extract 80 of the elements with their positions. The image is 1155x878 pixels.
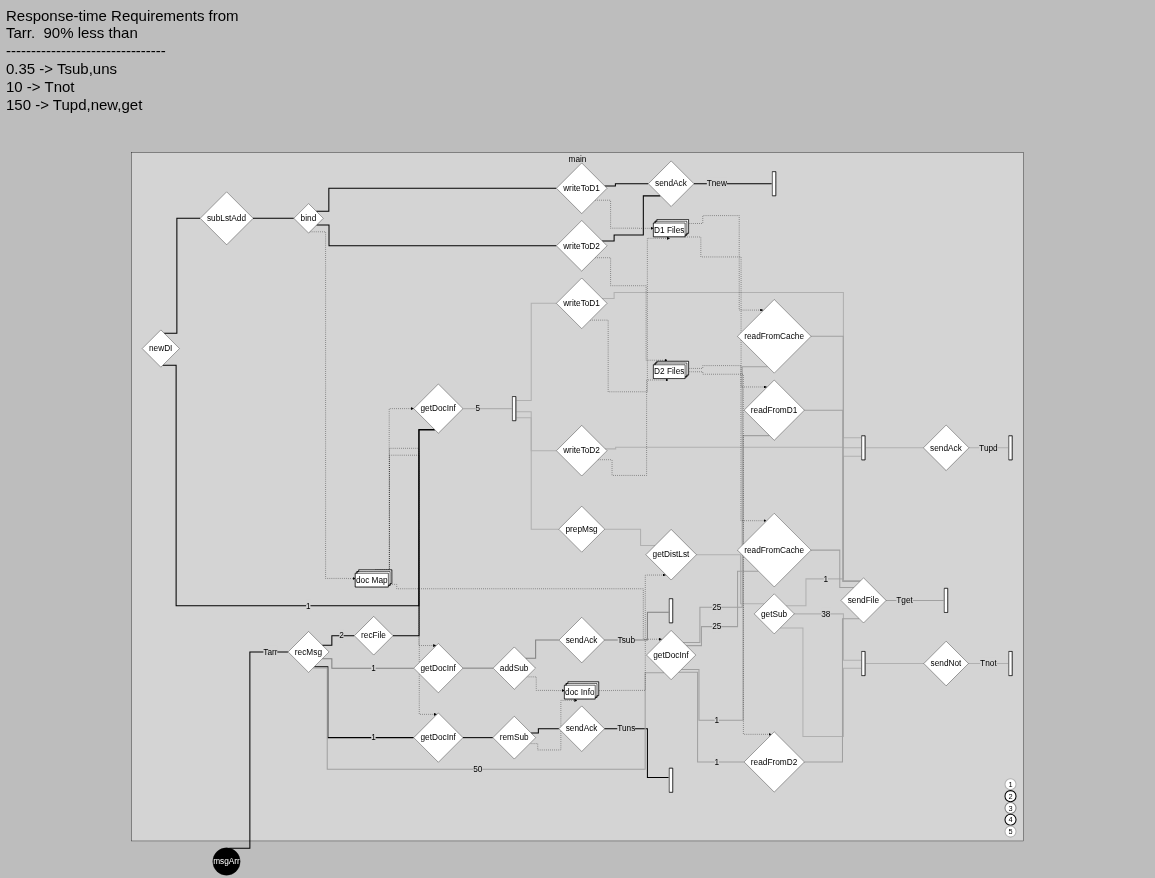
note-text: 10 -> Tnot [6, 78, 76, 95]
edge-label: 1 [371, 663, 376, 673]
connector [604, 183, 649, 187]
connector [524, 639, 560, 659]
node-diamond: readFromCache [737, 513, 812, 588]
edge-label: 2 [339, 630, 344, 641]
connector [695, 554, 765, 605]
edge-label: 50 [473, 764, 483, 774]
edge-label: 1 [714, 757, 720, 767]
connector [462, 667, 494, 669]
node-diamond: getDocInf [413, 383, 464, 434]
edge-label: Tarr [263, 647, 278, 657]
edge-label: 25 [712, 602, 722, 612]
node-diamond: sendFile [840, 577, 887, 624]
connector [462, 408, 513, 410]
connector [603, 728, 670, 778]
note-text: 0.35 -> Tsub,uns [6, 60, 119, 77]
node-diamond: writeToD1 [556, 277, 608, 329]
note-text: 150 -> Tupd,new,get [6, 96, 144, 113]
node-diamond: recFile [354, 616, 394, 656]
connector [321, 658, 415, 669]
node-diamond: newDI [142, 329, 180, 368]
edge-label: Tnot [980, 658, 997, 669]
node-diamond: readFromD1 [743, 379, 805, 441]
connector [516, 302, 557, 402]
connector [865, 663, 925, 665]
connector [516, 411, 557, 452]
node-diamond: remSub [492, 716, 536, 760]
connector [885, 599, 945, 601]
connector [392, 429, 436, 637]
edge-label: 1 [823, 574, 829, 584]
node-diamond: sendAck [923, 424, 970, 471]
node-diamond: getDocInf [413, 712, 464, 763]
node-diamond: readFromCache [737, 299, 812, 374]
connector [604, 528, 656, 547]
node-diamond: writeToD2 [556, 425, 608, 477]
node-diamond: getSub [754, 593, 795, 635]
edge-label: 1 [714, 715, 720, 725]
connector [315, 187, 557, 212]
node-diamond: getDistLst [645, 529, 697, 581]
connector [803, 618, 860, 763]
node-diamond: getDocInf [413, 643, 464, 693]
connector [803, 409, 861, 583]
connector [162, 364, 435, 607]
connector [601, 195, 661, 242]
node-diamond: addSub [492, 646, 536, 690]
connector [516, 417, 560, 530]
edge-label: 25 [712, 621, 722, 632]
node-diamond: prepMsg [558, 506, 605, 553]
node-diamond: readFromD2 [743, 731, 805, 793]
edge-label: Tsub [617, 635, 636, 645]
connector [321, 635, 355, 646]
edge-label: 5 [475, 403, 481, 414]
edge-label: 1 [306, 600, 311, 611]
note-text: Response-time Requirements from Tarr. 90% less than [6, 7, 240, 41]
node-circle: msgArr [212, 847, 241, 876]
edge-label: Tnew [706, 178, 727, 189]
node-diamond: sendNot [923, 641, 969, 686]
connector [252, 217, 295, 219]
edge-label: Tget [896, 595, 913, 605]
connector [779, 627, 862, 738]
connector [810, 549, 855, 588]
node-diamond: writeToD2 [556, 220, 608, 272]
node-diamond: sendAck [558, 705, 605, 752]
connector [793, 613, 862, 661]
node-diamond: writeToD1 [556, 162, 608, 214]
node-diamond: subLstAdd [200, 191, 254, 245]
edge-label: Tupd [979, 442, 998, 453]
note-text: -------------------------------- [6, 42, 167, 59]
node-diamond: bind [293, 203, 324, 234]
edge-label: 38 [821, 609, 831, 619]
node-diamond: recMsg [287, 631, 330, 673]
node-diamond: getDocInf [646, 630, 696, 680]
edge-label: 1 [371, 732, 376, 743]
connector [163, 217, 201, 334]
connector [462, 737, 494, 739]
edge-label: Tuns [617, 723, 636, 734]
node-diamond: sendAck [558, 617, 605, 664]
connector [685, 570, 759, 647]
node-diamond: sendAck [648, 160, 695, 207]
